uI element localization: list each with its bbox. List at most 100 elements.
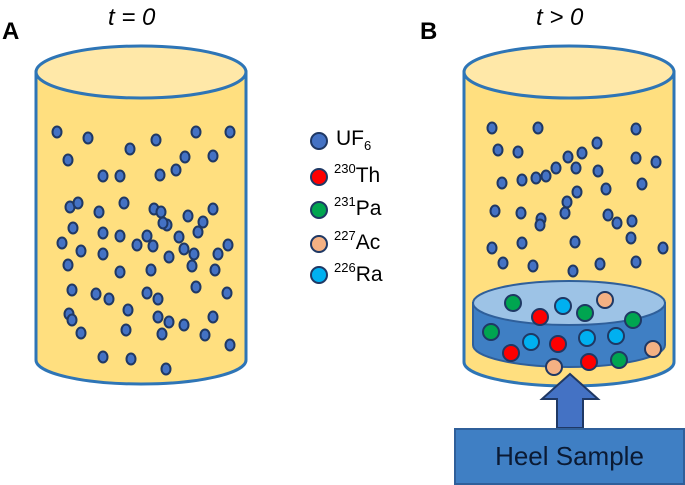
uf6-particle: [62, 258, 74, 272]
uf6-particle: [602, 208, 614, 222]
uf6-particle: [534, 218, 546, 232]
uf6-particle: [114, 265, 126, 279]
uf6-particle: [569, 235, 581, 249]
uf6-particle: [178, 318, 190, 332]
uf6-particle: [170, 163, 182, 177]
uf6-particle: [97, 169, 109, 183]
uf6-particle: [492, 143, 504, 157]
uf6-particle: [152, 310, 164, 324]
uf6-particle: [515, 206, 527, 220]
uf6-particle: [179, 150, 191, 164]
th230-particle: [531, 308, 549, 326]
legend-label-pa231: 231Pa: [334, 194, 382, 220]
uf6-particle: [124, 142, 136, 156]
legend-label-ac227: 227Ac: [334, 228, 381, 254]
ac227-particle: [644, 340, 662, 358]
heel-sample-label: Heel Sample: [495, 441, 644, 471]
uf6-particle: [224, 338, 236, 352]
uf6-particle: [157, 216, 169, 230]
uf6-particle: [562, 150, 574, 164]
uf6-particle: [186, 259, 198, 273]
uf6-particle: [154, 168, 166, 182]
uf6-particle: [197, 215, 209, 229]
uf6-particle: [486, 241, 498, 255]
uf6-particle: [51, 125, 63, 139]
uf6-particle: [160, 362, 172, 376]
cylinder-a-body: [34, 70, 248, 386]
uf6-particle: [114, 229, 126, 243]
uf6-particle: [540, 169, 552, 183]
pa231-particle: [482, 323, 500, 341]
uf6-particle: [212, 247, 224, 261]
uf6-particle: [192, 225, 204, 239]
uf6-particle: [222, 238, 234, 252]
uf6-particle: [178, 242, 190, 256]
uf6-particle: [173, 230, 185, 244]
uf6-particle: [559, 206, 571, 220]
uf6-particle: [72, 196, 84, 210]
uf6-particle: [56, 236, 68, 250]
uf6-particle: [66, 283, 78, 297]
uf6-particle: [163, 315, 175, 329]
th230-particle: [549, 335, 567, 353]
uf6-particle: [103, 292, 115, 306]
uf6-particle: [576, 146, 588, 160]
uf6-particle: [516, 173, 528, 187]
uf6-particle: [199, 328, 211, 342]
uf6-particle: [188, 247, 200, 261]
legend-dot-th230: [310, 168, 328, 186]
uf6-particle: [532, 121, 544, 135]
uf6-particle: [209, 263, 221, 277]
uf6-particle: [97, 226, 109, 240]
uf6-particle: [75, 326, 87, 340]
uf6-particle: [207, 149, 219, 163]
uf6-particle: [561, 195, 573, 209]
uf6-particle: [207, 202, 219, 216]
uf6-particle: [145, 263, 157, 277]
uf6-particle: [496, 176, 508, 190]
uf6-particle: [489, 204, 501, 218]
ac227-particle: [545, 358, 563, 376]
uf6-particle: [592, 164, 604, 178]
uf6-particle: [190, 280, 202, 294]
uf6-particle: [571, 185, 583, 199]
uf6-particle: [118, 196, 130, 210]
uf6-particle: [650, 155, 662, 169]
uf6-particle: [141, 286, 153, 300]
panel-a-time-label: t = 0: [108, 4, 156, 31]
uf6-particle: [630, 255, 642, 269]
legend-dot-ac227: [310, 235, 328, 253]
uf6-particle: [207, 310, 219, 324]
uf6-particle: [600, 182, 612, 196]
legend-dot-pa231: [310, 201, 328, 219]
uf6-particle: [156, 327, 168, 341]
uf6-particle: [131, 238, 143, 252]
uf6-particle: [221, 286, 233, 300]
uf6-particle: [90, 287, 102, 301]
th230-particle: [502, 344, 520, 362]
pa231-particle: [504, 294, 522, 312]
uf6-particle: [66, 313, 78, 327]
legend-label-uf6: UF6: [336, 127, 372, 154]
uf6-particle: [152, 292, 164, 306]
uf6-particle: [93, 205, 105, 219]
pa231-particle: [610, 351, 628, 369]
cylinder-b-top: [462, 44, 676, 100]
uf6-particle: [97, 350, 109, 364]
panel-b-letter: B: [420, 18, 438, 45]
uf6-particle: [570, 161, 582, 175]
ra226-particle: [607, 327, 625, 345]
uf6-particle: [591, 136, 603, 150]
uf6-particle: [150, 133, 162, 147]
uf6-particle: [550, 161, 562, 175]
uf6-particle: [516, 236, 528, 250]
uf6-particle: [512, 145, 524, 159]
ac227-particle: [596, 291, 614, 309]
legend-label-th230: 230Th: [334, 161, 381, 187]
uf6-particle: [67, 221, 79, 235]
uf6-particle: [486, 121, 498, 135]
th230-particle: [580, 353, 598, 371]
heel-sample-box: Heel Sample: [454, 428, 685, 485]
uf6-particle: [626, 214, 638, 228]
